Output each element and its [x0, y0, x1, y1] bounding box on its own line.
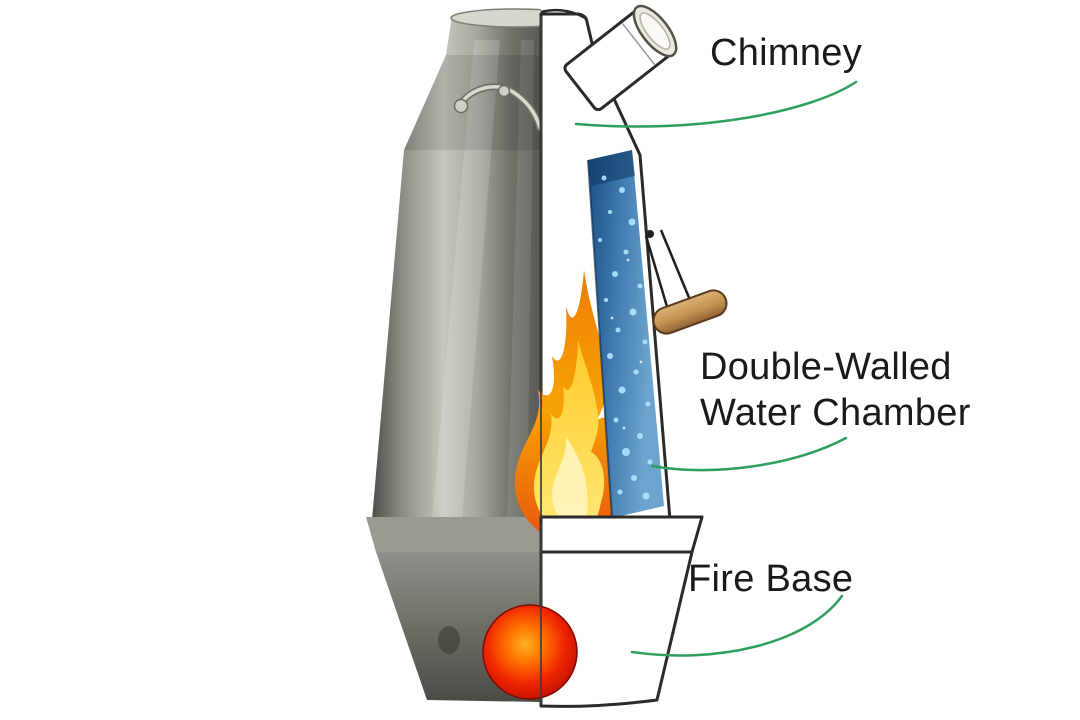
fire-base-label: Fire Base	[688, 558, 854, 600]
wire-handle	[453, 83, 541, 132]
kettle-top-rim	[450, 8, 541, 28]
wood-handle	[644, 229, 728, 335]
annotation-curve-fire-base	[630, 594, 844, 657]
water-chamber-label: Double-Walled Water Chamber	[700, 344, 971, 436]
rivet-icon	[497, 84, 511, 98]
annotation-curve-water-chamber	[650, 436, 848, 472]
flame	[514, 270, 626, 548]
annotation-curve-chimney	[574, 80, 858, 128]
chimney-label: Chimney	[710, 32, 863, 74]
water-chamber-label-line1: Double-Walled	[700, 346, 952, 388]
base-air-hole	[438, 626, 460, 654]
rivet-icon	[453, 98, 469, 114]
chimney-spout	[563, 4, 678, 112]
fire-base-cutaway	[539, 515, 704, 708]
kettle-cutaway-half	[514, 8, 704, 708]
water-chamber-column	[587, 150, 664, 519]
kettle-metal-half	[366, 8, 541, 702]
water-chamber-label-line2: Water Chamber	[700, 392, 971, 434]
ember-glow	[482, 604, 578, 700]
water-bubbles	[598, 175, 653, 500]
